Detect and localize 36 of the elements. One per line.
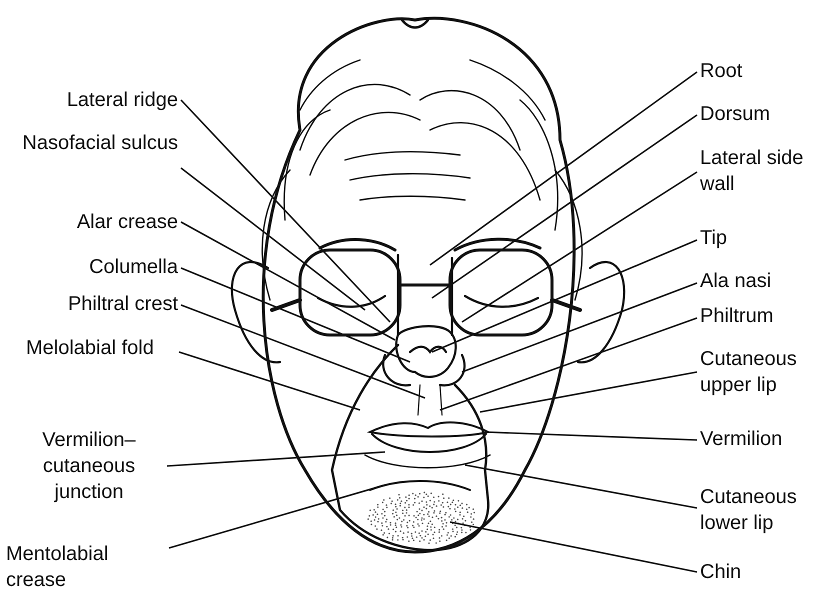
anatomy-label: Vermilion– cutaneous junction (14, 427, 164, 505)
anatomy-label: Alar crease (0, 209, 178, 235)
anatomy-label: Mentolabial crease (6, 541, 166, 593)
anatomy-label: Root (700, 58, 825, 84)
anatomy-label: Lateral ridge (0, 87, 178, 113)
anatomy-label: Chin (700, 559, 825, 585)
anatomy-label: Philtral crest (0, 291, 178, 317)
leader-line (432, 239, 698, 353)
anatomy-label: Columella (0, 254, 178, 280)
leader-line (484, 431, 698, 441)
leader-line (440, 317, 698, 411)
leader-line (462, 171, 698, 323)
anatomy-label: Cutaneous upper lip (700, 346, 825, 398)
anatomy-label: Melolabial fold (26, 335, 176, 361)
leader-line (432, 114, 698, 299)
leader-line (180, 167, 366, 311)
anatomy-label: Dorsum (700, 101, 825, 127)
leader-line (178, 351, 360, 411)
leader-line (450, 521, 698, 573)
anatomy-label: Cutaneous lower lip (700, 484, 825, 536)
anatomy-label: Vermilion (700, 426, 825, 452)
leader-line (180, 221, 396, 341)
leader-line (480, 371, 698, 413)
leader-line (180, 99, 391, 323)
leader-line (180, 304, 426, 399)
leader-line (464, 464, 698, 509)
leader-line (180, 267, 410, 363)
leader-line (166, 451, 386, 467)
leader-line (430, 71, 698, 266)
leader-line (168, 484, 386, 549)
anatomy-label: Nasofacial sulcus (20, 130, 178, 156)
anatomy-label: Lateral side wall (700, 145, 825, 197)
leader-line (462, 282, 698, 373)
anatomy-label: Philtrum (700, 303, 825, 329)
anatomy-label: Tip (700, 225, 825, 251)
anatomy-label: Ala nasi (700, 268, 825, 294)
